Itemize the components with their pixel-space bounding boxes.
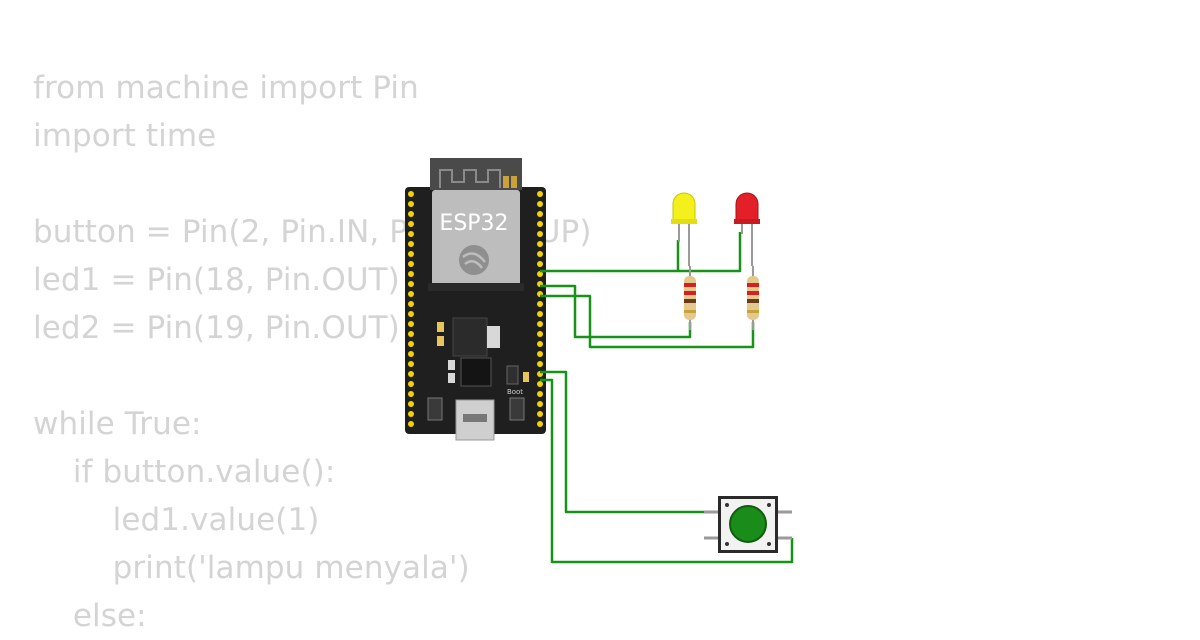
wire-button-in[interactable] [540,370,706,514]
esp32-board[interactable]: ESP32 Boot [405,158,546,441]
wire-led2[interactable] [540,294,755,349]
usb-opening [463,414,487,422]
wire-led1[interactable] [540,284,692,339]
button-corner [767,503,771,507]
right-pin-header [537,191,543,427]
resistor-band [684,283,696,287]
espressif-logo-stroke [462,252,486,269]
button-corner [767,542,771,546]
antenna-pad [503,176,509,188]
resistor-band [747,291,759,295]
code-line-1: from machine import Pin [33,70,419,106]
code-line-2: import time [33,118,217,154]
wire-gnd[interactable] [540,232,742,273]
led-body [735,192,759,223]
resistor-band [684,291,696,295]
smd-component [523,372,529,382]
rf-shield [432,190,520,286]
code-line-11: print('lampu menyala') [33,550,470,586]
led-rim [671,219,697,224]
boot-button[interactable] [509,397,525,421]
wire-button-gnd[interactable] [540,378,794,564]
code-line-12: else: [33,598,147,634]
voltage-regulator [452,317,488,357]
smd-component [448,373,455,383]
resistor-body [747,276,759,320]
smd-component [437,322,444,332]
resistor-band [684,310,696,313]
button-cap[interactable] [729,505,767,543]
led-body [672,192,696,223]
smd-component [506,365,519,385]
resistor-band [747,283,759,287]
code-line-6: led2 = Pin(19, Pin.OUT) [33,310,400,346]
usb-chip [460,357,492,387]
smd-component [448,360,455,370]
resistor-band [684,299,696,303]
smd-component [487,326,500,348]
code-line-5: led1 = Pin(18, Pin.OUT) [33,262,400,298]
en-button[interactable] [427,397,443,421]
led-yellow[interactable] [671,192,697,266]
board-label: ESP32 [439,211,508,236]
code-line-10: led1.value(1) [33,502,320,538]
resistor-band [747,310,759,313]
resistor-2[interactable] [747,266,759,330]
resistor-body [684,276,696,320]
led-rim [734,219,760,224]
code-line-9: if button.value(): [33,454,336,490]
antenna-pad [511,176,517,188]
left-pin-header [408,191,414,427]
antenna-trace [439,169,501,188]
code-line-8: while True: [33,406,202,442]
rf-shield-base [428,283,524,291]
button-corner [725,542,729,546]
smd-component [437,336,444,346]
resistor-1[interactable] [684,266,696,330]
resistor-band [747,299,759,303]
boot-label: Boot [507,388,523,396]
pushbutton[interactable] [704,496,792,553]
led-red[interactable] [734,192,760,266]
button-corner [725,503,729,507]
wires [540,232,794,564]
